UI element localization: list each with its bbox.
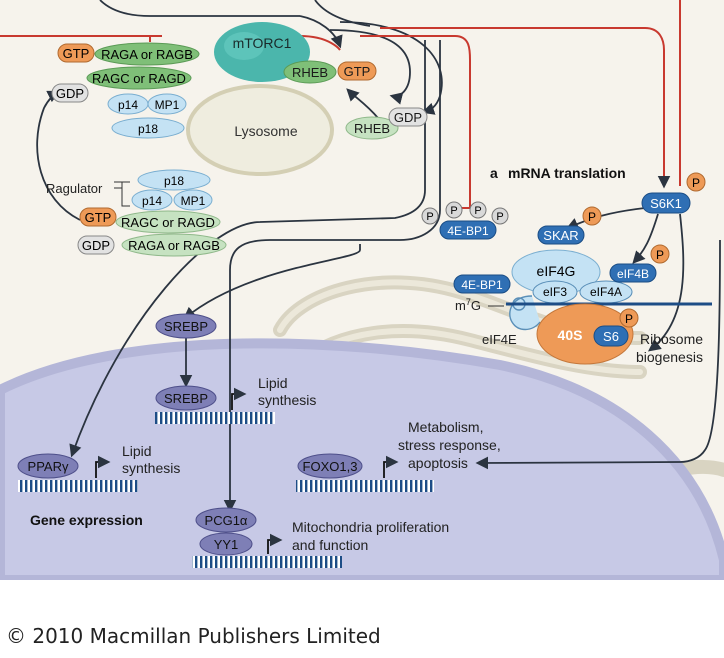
- phospho-label: P: [656, 248, 664, 262]
- mtorc1-label: mTORC1: [233, 35, 292, 51]
- srebp-label: SREBP: [164, 391, 208, 406]
- lysosome-label: Lysosome: [234, 123, 298, 139]
- eif4e-label: eIF4E: [482, 332, 517, 347]
- 4ebp1-bound-label: 4E-BP1: [461, 278, 503, 292]
- rheb-label: RHEB: [354, 121, 390, 136]
- ragulator-bottom: Ragulator p18 p14 MP1 GTP RAGC or RAGD G…: [46, 169, 227, 257]
- ppar-gamma: PPARγ: [17, 453, 138, 492]
- yy1-label: YY1: [214, 537, 239, 552]
- srebp-label: SREBP: [164, 319, 208, 334]
- dna-strand: [192, 556, 342, 568]
- eif3-label: eIF3: [543, 285, 567, 299]
- mp1-label: MP1: [181, 194, 206, 208]
- signal-arrows: [36, 0, 721, 513]
- phospho-label: P: [496, 211, 503, 223]
- 4ebp1-label: 4E-BP1: [447, 224, 489, 238]
- copyright-caption: © 2010 Macmillan Publishers Limited: [6, 624, 381, 648]
- lipid-label-1: Lipid: [122, 443, 152, 459]
- rheb-gdp: RHEB GDP: [345, 107, 428, 140]
- eif4b-label: eIF4B: [617, 267, 649, 281]
- mrna-translation-heading: a mRNA translation: [490, 165, 626, 181]
- inhibition-lines: [0, 0, 681, 209]
- lysosome: [186, 84, 334, 176]
- raga-label: RAGA or RAGB: [101, 47, 193, 62]
- lipid-label-2: synthesis: [258, 392, 316, 408]
- foxo-label: FOXO1,3: [303, 459, 358, 474]
- ppar-label: PPARγ: [28, 459, 69, 474]
- mtor-signaling-diagram: Lysosome: [0, 0, 724, 580]
- p18-label: p18: [138, 122, 158, 136]
- gtp-label: GTP: [63, 46, 90, 61]
- gdp-label: GDP: [56, 86, 84, 101]
- eif4a-label: eIF4A: [590, 285, 622, 299]
- s6-label: S6: [603, 329, 619, 344]
- raga-label: RAGA or RAGB: [128, 238, 220, 253]
- cap-sup: 7: [466, 297, 471, 307]
- metabolism-label-3: apoptosis: [408, 455, 468, 471]
- mp1-label: MP1: [155, 98, 180, 112]
- ragulator-label: Ragulator: [46, 181, 103, 196]
- skar-label: SKAR: [543, 228, 578, 243]
- cap-m: m: [455, 298, 466, 313]
- p18-label: p18: [164, 174, 184, 188]
- phospho-label: P: [474, 205, 481, 217]
- rheb-gtp: RHEB GTP: [283, 60, 377, 84]
- ribosome-label-2: biogenesis: [636, 349, 703, 365]
- mitochondria-label-2: and function: [292, 537, 368, 553]
- cap-g: G: [471, 298, 481, 313]
- svg-text:m7G: m7G: [455, 297, 481, 313]
- metabolism-label-1: Metabolism,: [408, 419, 483, 435]
- ribosome-label-1: Ribosome: [640, 331, 703, 347]
- eif4g-label: eIF4G: [537, 263, 576, 279]
- skar: SKAR P: [537, 206, 602, 245]
- ragc-label: RAGC or RAGD: [121, 215, 215, 230]
- mitochondria-label-1: Mitochondria proliferation: [292, 519, 449, 535]
- rheb-label: RHEB: [292, 65, 328, 80]
- gdp-label: GDP: [394, 110, 422, 125]
- phospho-label: P: [426, 211, 433, 223]
- gene-expression-label: Gene expression: [30, 512, 143, 528]
- lipid-label-2: synthesis: [122, 460, 180, 476]
- 40s-label: 40S: [558, 327, 583, 343]
- phospho-label: P: [692, 176, 700, 190]
- phospho-label: P: [450, 205, 457, 217]
- eif-complex: eIF4G eIF3 eIF4A eIF4B P 4E-BP1: [453, 244, 670, 331]
- pgc1a-label: PCG1α: [205, 513, 248, 528]
- dna-strand: [18, 480, 138, 492]
- ragc-label: RAGC or RAGD: [92, 71, 186, 86]
- 4ebp1-free: P P P P 4E-BP1: [421, 201, 509, 240]
- m7g-cap: m7G: [455, 297, 504, 313]
- dna-strand: [296, 480, 434, 492]
- pgc1a-yy1: PCG1α YY1: [192, 507, 342, 568]
- ribosome-40s: 40S S6 P: [536, 303, 639, 365]
- s6k1: S6K1 P: [641, 172, 706, 214]
- ragulator-top: GTP RAGA or RAGB RAGC or RAGD GDP p14 MP…: [51, 42, 200, 139]
- foxo: FOXO1,3: [296, 453, 434, 492]
- metabolism-label-2: stress response,: [398, 437, 501, 453]
- gtp-label: GTP: [344, 64, 371, 79]
- srebp-cytoplasmic: SREBP: [155, 313, 217, 339]
- gdp-label: GDP: [82, 238, 110, 253]
- phospho-label: P: [625, 312, 633, 326]
- panel-heading: mRNA translation: [508, 165, 626, 181]
- phospho-label: P: [588, 210, 596, 224]
- srebp-nuclear: SREBP: [155, 385, 275, 424]
- lipid-label-1: Lipid: [258, 375, 288, 391]
- panel-letter: a: [490, 165, 498, 181]
- p14-label: p14: [118, 98, 138, 112]
- s6k1-label: S6K1: [650, 196, 682, 211]
- gtp-label: GTP: [85, 210, 112, 225]
- p14-label: p14: [142, 194, 162, 208]
- dna-strand: [155, 412, 275, 424]
